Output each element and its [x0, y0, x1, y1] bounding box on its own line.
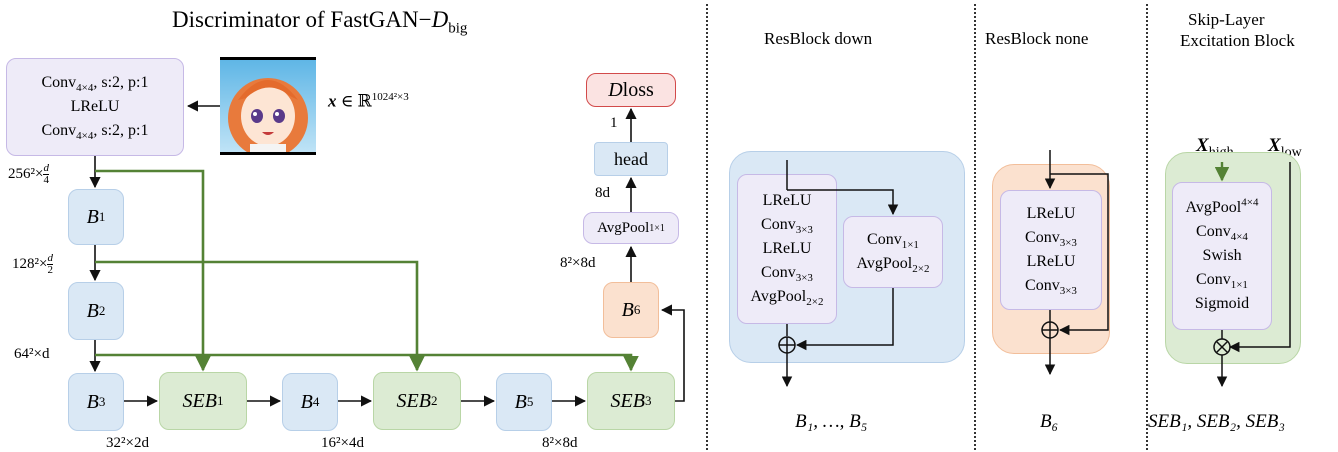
d-loss-block: D loss: [586, 73, 676, 107]
rbd-branch-arrow: [787, 189, 899, 216]
resblock-down-caption: B₁, …, B₅: [795, 411, 868, 432]
resblock-none-title: ResBlock none: [985, 29, 1089, 48]
main-title: Discriminator of FastGAN−Dbig: [172, 7, 468, 37]
sle-arrows: [1213, 162, 1291, 388]
rbd-merge-arrow: [795, 288, 894, 351]
skip-to-seb2: [95, 260, 425, 372]
skip-to-seb3: [95, 353, 639, 372]
anime-character-icon: [228, 78, 308, 152]
separator-3: [1146, 4, 1148, 450]
skip-connections: [95, 169, 639, 372]
dim-16: 16²×4d: [321, 435, 364, 451]
separator-1: [706, 4, 708, 450]
dim-1: 1: [610, 115, 618, 131]
sle-stack: AvgPool4×4 Conv4×4 Swish Conv1×1 Sigmoid: [1172, 182, 1272, 330]
resblock-down-right-stack: Conv1×1 AvgPool2×2: [843, 216, 943, 288]
input-conv-block: Conv4×4, s:2, p:1 LReLU Conv4×4, s:2, p:…: [6, 58, 184, 156]
sle-caption: SEB₁, SEB₂, SEB₃: [1148, 411, 1285, 432]
sle-title: Skip-Layer: [1188, 10, 1265, 29]
resblock-none-caption: B₆: [1040, 411, 1059, 432]
sle-title-2: Excitation Block: [1180, 31, 1295, 50]
dim-32: 32²×2d: [106, 435, 149, 451]
input-image: [220, 57, 316, 155]
resblock-none-arrows: [1041, 150, 1109, 376]
dim-64: 64²×d: [14, 346, 50, 362]
skip-to-seb1: [95, 169, 211, 372]
head-block: head: [594, 142, 668, 176]
resblock-none-stack: LReLU Conv3×3 LReLU Conv3×3: [1000, 190, 1102, 310]
dim-8d: 8d: [595, 185, 610, 201]
sle-low-arrow: [1228, 162, 1291, 353]
resblock-down-arrows: [778, 160, 899, 388]
resblock-down-title: ResBlock down: [764, 29, 873, 48]
seb3-to-b6-arrow: [660, 304, 685, 402]
rbn-skip-arrow: [1050, 173, 1109, 336]
separator-2: [974, 4, 976, 450]
dim-8-right: 8²×8d: [560, 255, 596, 271]
main-path-arrows: [89, 100, 685, 407]
input-label: x ∈ ℝ1024²×3: [328, 91, 409, 111]
resblock-down-left-stack: LReLU Conv3×3 LReLU Conv3×3 AvgPool2×2: [737, 174, 837, 324]
dim-8-bottom: 8²×8d: [542, 435, 578, 451]
